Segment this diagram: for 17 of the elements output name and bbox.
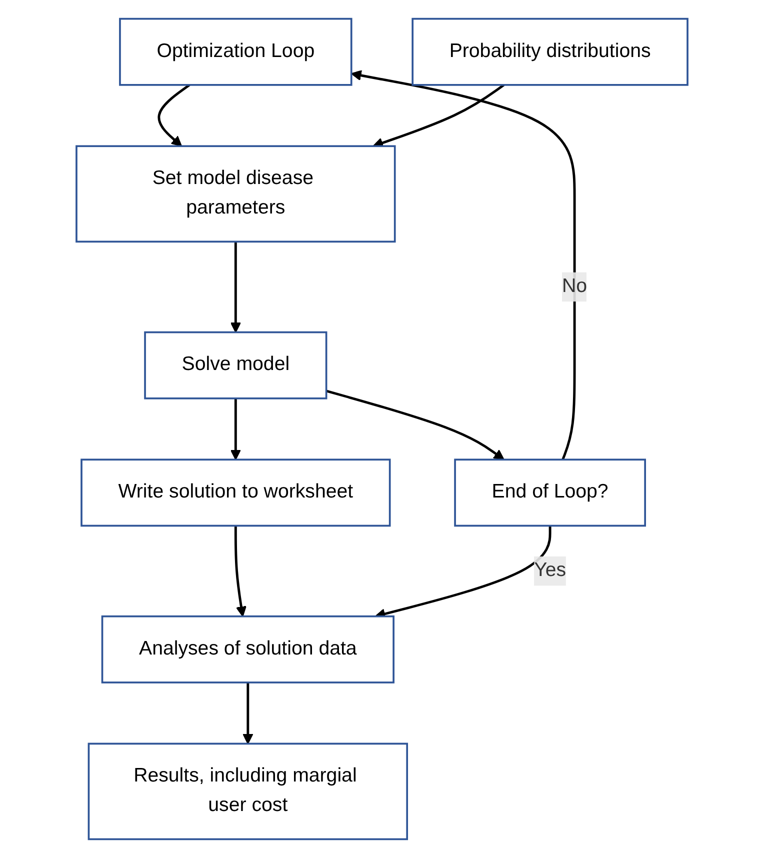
arrow <box>158 83 190 146</box>
node-box: Optimization Loop <box>119 17 352 86</box>
edge-label: No <box>562 275 588 296</box>
edge-label: Yes <box>534 560 566 580</box>
arrow <box>234 525 247 616</box>
node-box: Solve model <box>144 330 328 399</box>
arrow <box>350 70 576 460</box>
node-box: Results, including margial user cost <box>88 742 408 840</box>
arrow <box>242 682 254 744</box>
node-box: Write solution to worksheet <box>80 458 391 526</box>
node-box: End of Loop? <box>454 458 646 526</box>
arrow <box>230 398 242 460</box>
arrow <box>230 241 242 332</box>
node-box: Set model disease parameters <box>76 144 396 242</box>
node-box: Analyses of solution data <box>101 614 394 683</box>
node-box: Probability distributions <box>412 17 688 86</box>
arrow <box>326 389 504 460</box>
